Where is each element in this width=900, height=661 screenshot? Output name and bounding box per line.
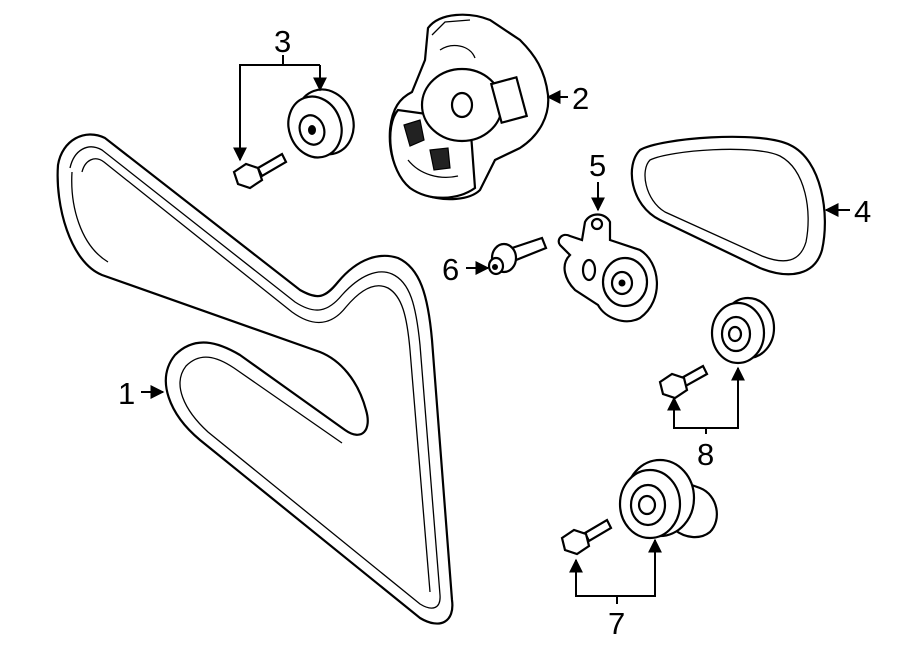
leader-lines bbox=[141, 55, 850, 604]
callout-4: 4 bbox=[854, 194, 871, 229]
idler-pulley-right bbox=[710, 296, 776, 365]
belt-short bbox=[630, 135, 826, 276]
callout-2: 2 bbox=[572, 81, 589, 116]
callout-1: 1 bbox=[118, 376, 135, 411]
bolt-tensioner bbox=[487, 236, 548, 276]
callout-3: 3 bbox=[274, 24, 291, 59]
belt-long bbox=[56, 133, 454, 625]
bolt-top bbox=[232, 152, 288, 190]
callout-5: 5 bbox=[589, 148, 606, 183]
tensioner-small bbox=[557, 213, 658, 323]
bolt-bottom bbox=[560, 518, 613, 556]
idler-pulley-top bbox=[287, 88, 355, 159]
idler-pulley-bottom bbox=[618, 458, 718, 540]
tensioner-assembly bbox=[388, 13, 550, 201]
bolt-right bbox=[658, 364, 709, 400]
callout-6: 6 bbox=[442, 252, 459, 287]
callout-8: 8 bbox=[697, 437, 714, 472]
callout-7: 7 bbox=[608, 606, 625, 641]
